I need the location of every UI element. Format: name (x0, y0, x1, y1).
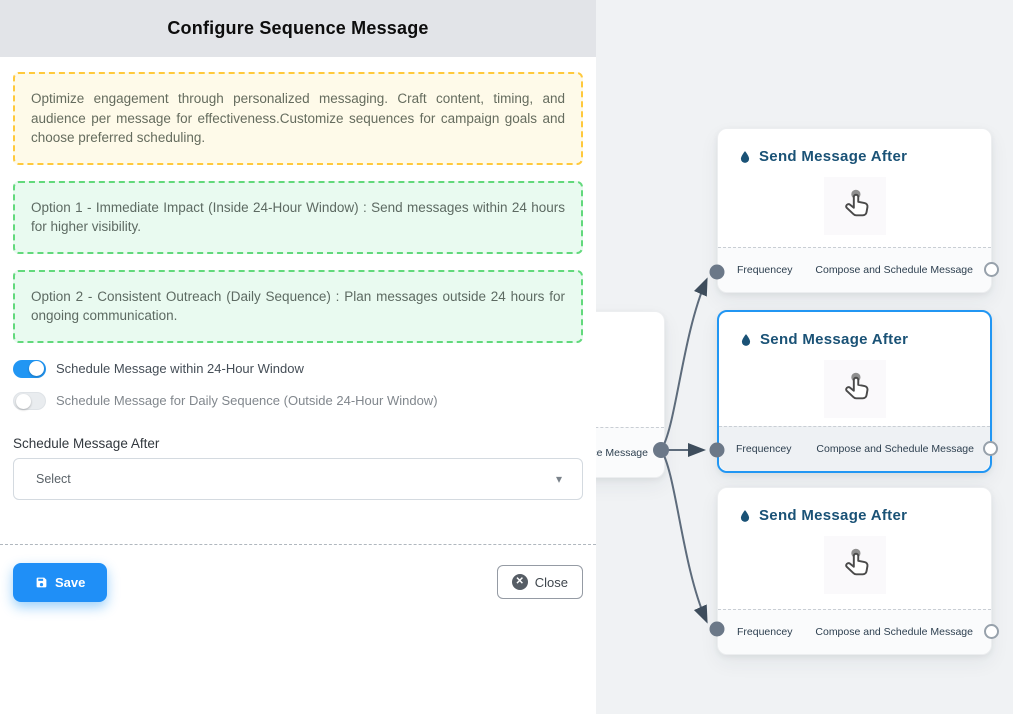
output-handle[interactable] (984, 624, 999, 639)
save-button[interactable]: Save (13, 562, 108, 602)
tap-hand-icon (844, 548, 868, 576)
output-handle[interactable] (984, 262, 999, 277)
select-value: Select (36, 471, 71, 486)
tap-target-area[interactable] (823, 360, 886, 418)
edge-to-node-3 (660, 449, 708, 624)
toggle-24h-label: Schedule Message within 24-Hour Window (56, 361, 304, 376)
input-port-label: Frequencey (737, 626, 793, 638)
option2-alert: Option 2 - Consistent Outreach (Daily Se… (13, 269, 583, 343)
save-disk-icon (36, 577, 47, 587)
output-handle[interactable] (983, 441, 998, 456)
schedule-after-label: Schedule Message After (13, 435, 160, 451)
close-icon: ✕ (511, 574, 528, 590)
upstream-output-label: ce Message (596, 446, 648, 459)
send-message-after-node-3[interactable]: Send Message After Frequencey Compose an… (717, 487, 999, 655)
panel-header: Configure Sequence Message (0, 0, 596, 57)
toggle-daily-sequence[interactable] (13, 391, 46, 410)
node-footer: Frequencey Compose and Schedule Message (718, 247, 999, 292)
upstream-node-footer: ce Message (596, 427, 664, 477)
toggle-row-daily: Schedule Message for Daily Sequence (Out… (13, 391, 583, 410)
schedule-after-select[interactable]: Select ▾ (13, 457, 583, 500)
footer-divider (0, 543, 596, 545)
config-panel: Configure Sequence Message Optimize enga… (0, 0, 596, 602)
output-port-label: Compose and Schedule Message (815, 626, 973, 638)
button-row: Save ✕ Close (13, 562, 583, 602)
node-title: Send Message After (759, 148, 908, 165)
node-title: Send Message After (759, 507, 908, 524)
toggle-knob (16, 394, 31, 409)
toggle-24h-window[interactable] (13, 359, 46, 378)
node-footer: Frequencey Compose and Schedule Message (718, 609, 999, 654)
node-title: Send Message After (760, 331, 909, 348)
flow-canvas[interactable]: ce Message Send Message After Frequencey… (596, 0, 1013, 714)
node-footer: Frequencey Compose and Schedule Message (719, 426, 998, 471)
tap-hand-icon (844, 189, 868, 217)
toggle-daily-label: Schedule Message for Daily Sequence (Out… (56, 393, 438, 408)
tap-target-area[interactable] (823, 177, 886, 235)
panel-body: Optimize engagement through personalized… (0, 72, 596, 602)
droplet-icon (740, 509, 750, 522)
tap-hand-icon (844, 372, 868, 400)
tap-target-area[interactable] (823, 536, 886, 594)
output-port-label: Compose and Schedule Message (816, 443, 974, 455)
edge-to-node-1 (660, 277, 708, 451)
close-button[interactable]: ✕ Close (496, 565, 583, 599)
output-port-label: Compose and Schedule Message (815, 264, 973, 276)
info-alert: Optimize engagement through personalized… (13, 72, 583, 165)
input-port-label: Frequencey (736, 443, 792, 455)
toggle-row-24h: Schedule Message within 24-Hour Window (13, 359, 583, 378)
droplet-icon (741, 333, 751, 346)
send-message-after-node-1[interactable]: Send Message After Frequencey Compose an… (717, 128, 999, 293)
close-button-label: Close (534, 574, 568, 590)
toggle-knob (29, 361, 44, 376)
upstream-sequence-node[interactable]: ce Message (596, 311, 665, 478)
chevron-down-icon: ▾ (555, 471, 562, 486)
send-message-after-node-2[interactable]: Send Message After Frequencey Compose an… (717, 310, 998, 473)
page-title: Configure Sequence Message (167, 18, 429, 38)
save-button-label: Save (55, 574, 86, 590)
option1-alert: Option 1 - Immediate Impact (Inside 24-H… (13, 180, 583, 254)
input-port-label: Frequencey (737, 264, 793, 276)
node-title-row: Send Message After (738, 148, 991, 165)
node-title-row: Send Message After (738, 507, 991, 524)
node-title-row: Send Message After (739, 331, 990, 348)
droplet-icon (740, 150, 750, 163)
